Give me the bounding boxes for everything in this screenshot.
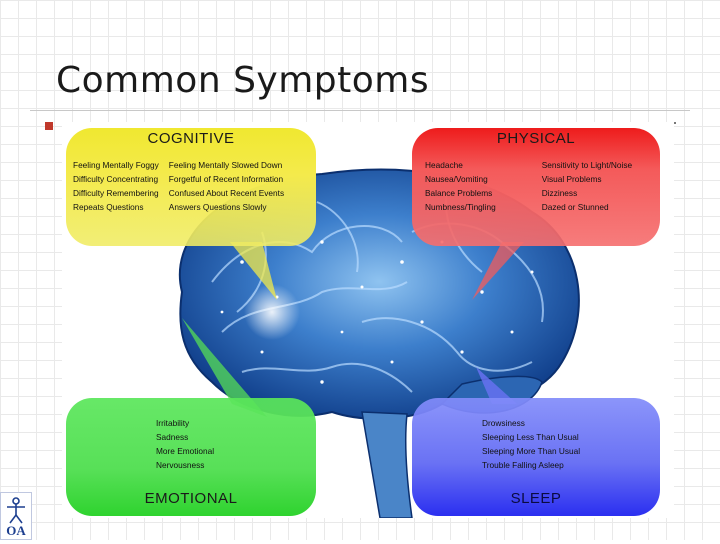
oa-logo-text: OA (6, 523, 26, 538)
symptom-item: Feeling Mentally Slowed Down (168, 160, 283, 170)
title-divider (30, 110, 690, 111)
sleep-panel: Drowsiness Sleeping Less Than Usual Slee… (412, 398, 660, 516)
symptom-item: Dazed or Stunned (541, 202, 609, 212)
emotional-heading: EMOTIONAL (144, 490, 238, 507)
symptom-item: Sleeping More Than Usual (482, 446, 581, 456)
slide-edge-mark (672, 122, 676, 124)
symptom-item: Sensitivity to Light/Noise (541, 160, 633, 170)
physical-heading: PHYSICAL (496, 130, 576, 147)
symptom-item: Forgetful of Recent Information (168, 174, 284, 184)
brain-symptoms-figure: COGNITIVE Feeling Mentally Foggy Difficu… (62, 122, 674, 518)
cognitive-heading: COGNITIVE (147, 130, 235, 147)
symptom-item: Repeats Questions (73, 202, 144, 212)
oa-logo: OA (0, 492, 32, 540)
sleep-heading: SLEEP (510, 490, 562, 507)
sleep-list: Drowsiness Sleeping Less Than Usual Slee… (412, 398, 660, 472)
symptom-item: Dizziness (541, 188, 578, 198)
symptom-item: Nervousness (156, 460, 205, 470)
emotional-list: Irritability Sadness More Emotional Nerv… (66, 398, 316, 472)
slide-title: Common Symptoms (56, 60, 430, 101)
physical-list-left: Headache Nausea/Vomiting Balance Problem… (425, 158, 496, 214)
symptom-item: Numbness/Tingling (425, 202, 496, 212)
cognitive-panel: COGNITIVE Feeling Mentally Foggy Difficu… (66, 128, 316, 246)
symptom-item: Headache (425, 160, 463, 170)
symptom-item: Confused About Recent Events (168, 188, 285, 198)
symptom-item: More Emotional (156, 446, 215, 456)
physical-list-right: Sensitivity to Light/Noise Visual Proble… (542, 158, 632, 214)
symptom-item: Irritability (156, 418, 190, 428)
symptom-item: Sadness (156, 432, 189, 442)
symptom-item: Visual Problems (541, 174, 602, 184)
oa-logo-graphic: OA (1, 493, 31, 539)
symptom-item: Nausea/Vomiting (425, 174, 488, 184)
symptom-item: Feeling Mentally Foggy (73, 160, 159, 170)
physical-panel: PHYSICAL Headache Nausea/Vomiting Balanc… (412, 128, 660, 246)
symptom-item: Drowsiness (482, 418, 525, 428)
symptom-item: Difficulty Remembering (73, 188, 159, 198)
cognitive-list-right: Feeling Mentally Slowed Down Forgetful o… (169, 158, 284, 214)
bullet-marker (45, 122, 53, 130)
cognitive-list-left: Feeling Mentally Foggy Difficulty Concen… (73, 158, 159, 214)
symptom-item: Trouble Falling Asleep (482, 460, 564, 470)
emotional-panel: Irritability Sadness More Emotional Nerv… (66, 398, 316, 516)
symptom-item: Balance Problems (425, 188, 493, 198)
symptom-item: Sleeping Less Than Usual (482, 432, 579, 442)
symptom-item: Answers Questions Slowly (168, 202, 267, 212)
symptom-item: Difficulty Concentrating (73, 174, 159, 184)
